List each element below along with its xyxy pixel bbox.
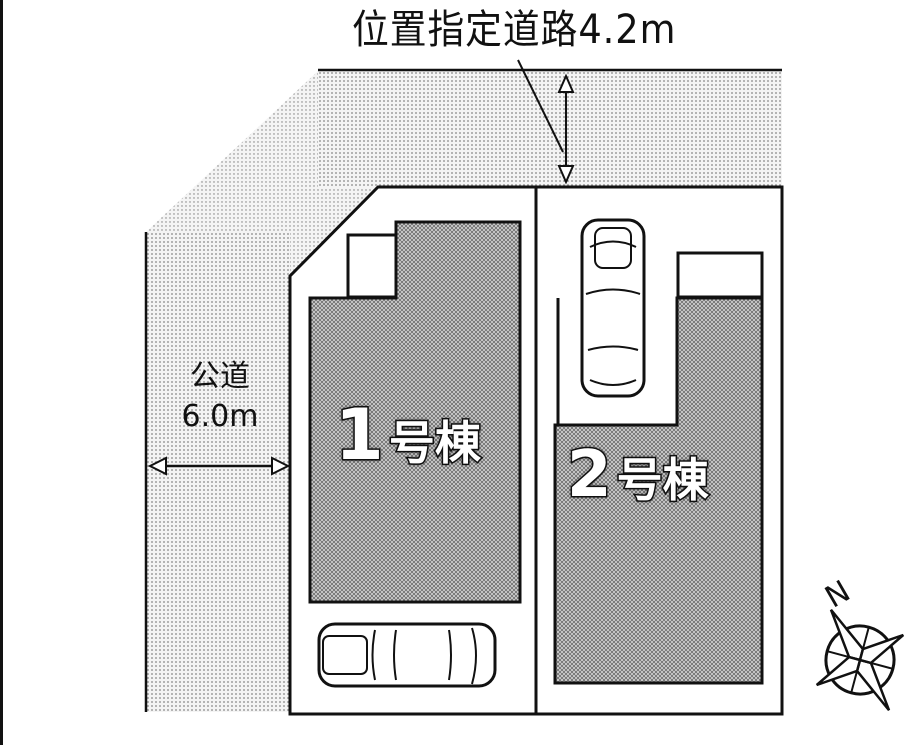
public-road-name: 公道 xyxy=(190,359,250,394)
building-1-suffix: 号棟 xyxy=(387,415,482,472)
frame-left-border xyxy=(0,0,3,745)
public-road-width: 6.0m xyxy=(181,399,259,434)
compass-north-label: N xyxy=(819,574,856,616)
designated-road-label: 位置指定道路4.2m xyxy=(352,7,677,53)
building-2-label: 2 号棟 xyxy=(566,437,711,518)
building-1-label: 1 号棟 xyxy=(334,394,483,483)
designated-road-area xyxy=(318,71,782,187)
building-2-number: 2 xyxy=(566,437,614,514)
building-1-number: 1 xyxy=(334,394,386,477)
building-2-suffix: 号棟 xyxy=(615,452,710,509)
public-road-area xyxy=(146,232,290,712)
public-road-label: 公道 6.0m xyxy=(170,360,270,434)
